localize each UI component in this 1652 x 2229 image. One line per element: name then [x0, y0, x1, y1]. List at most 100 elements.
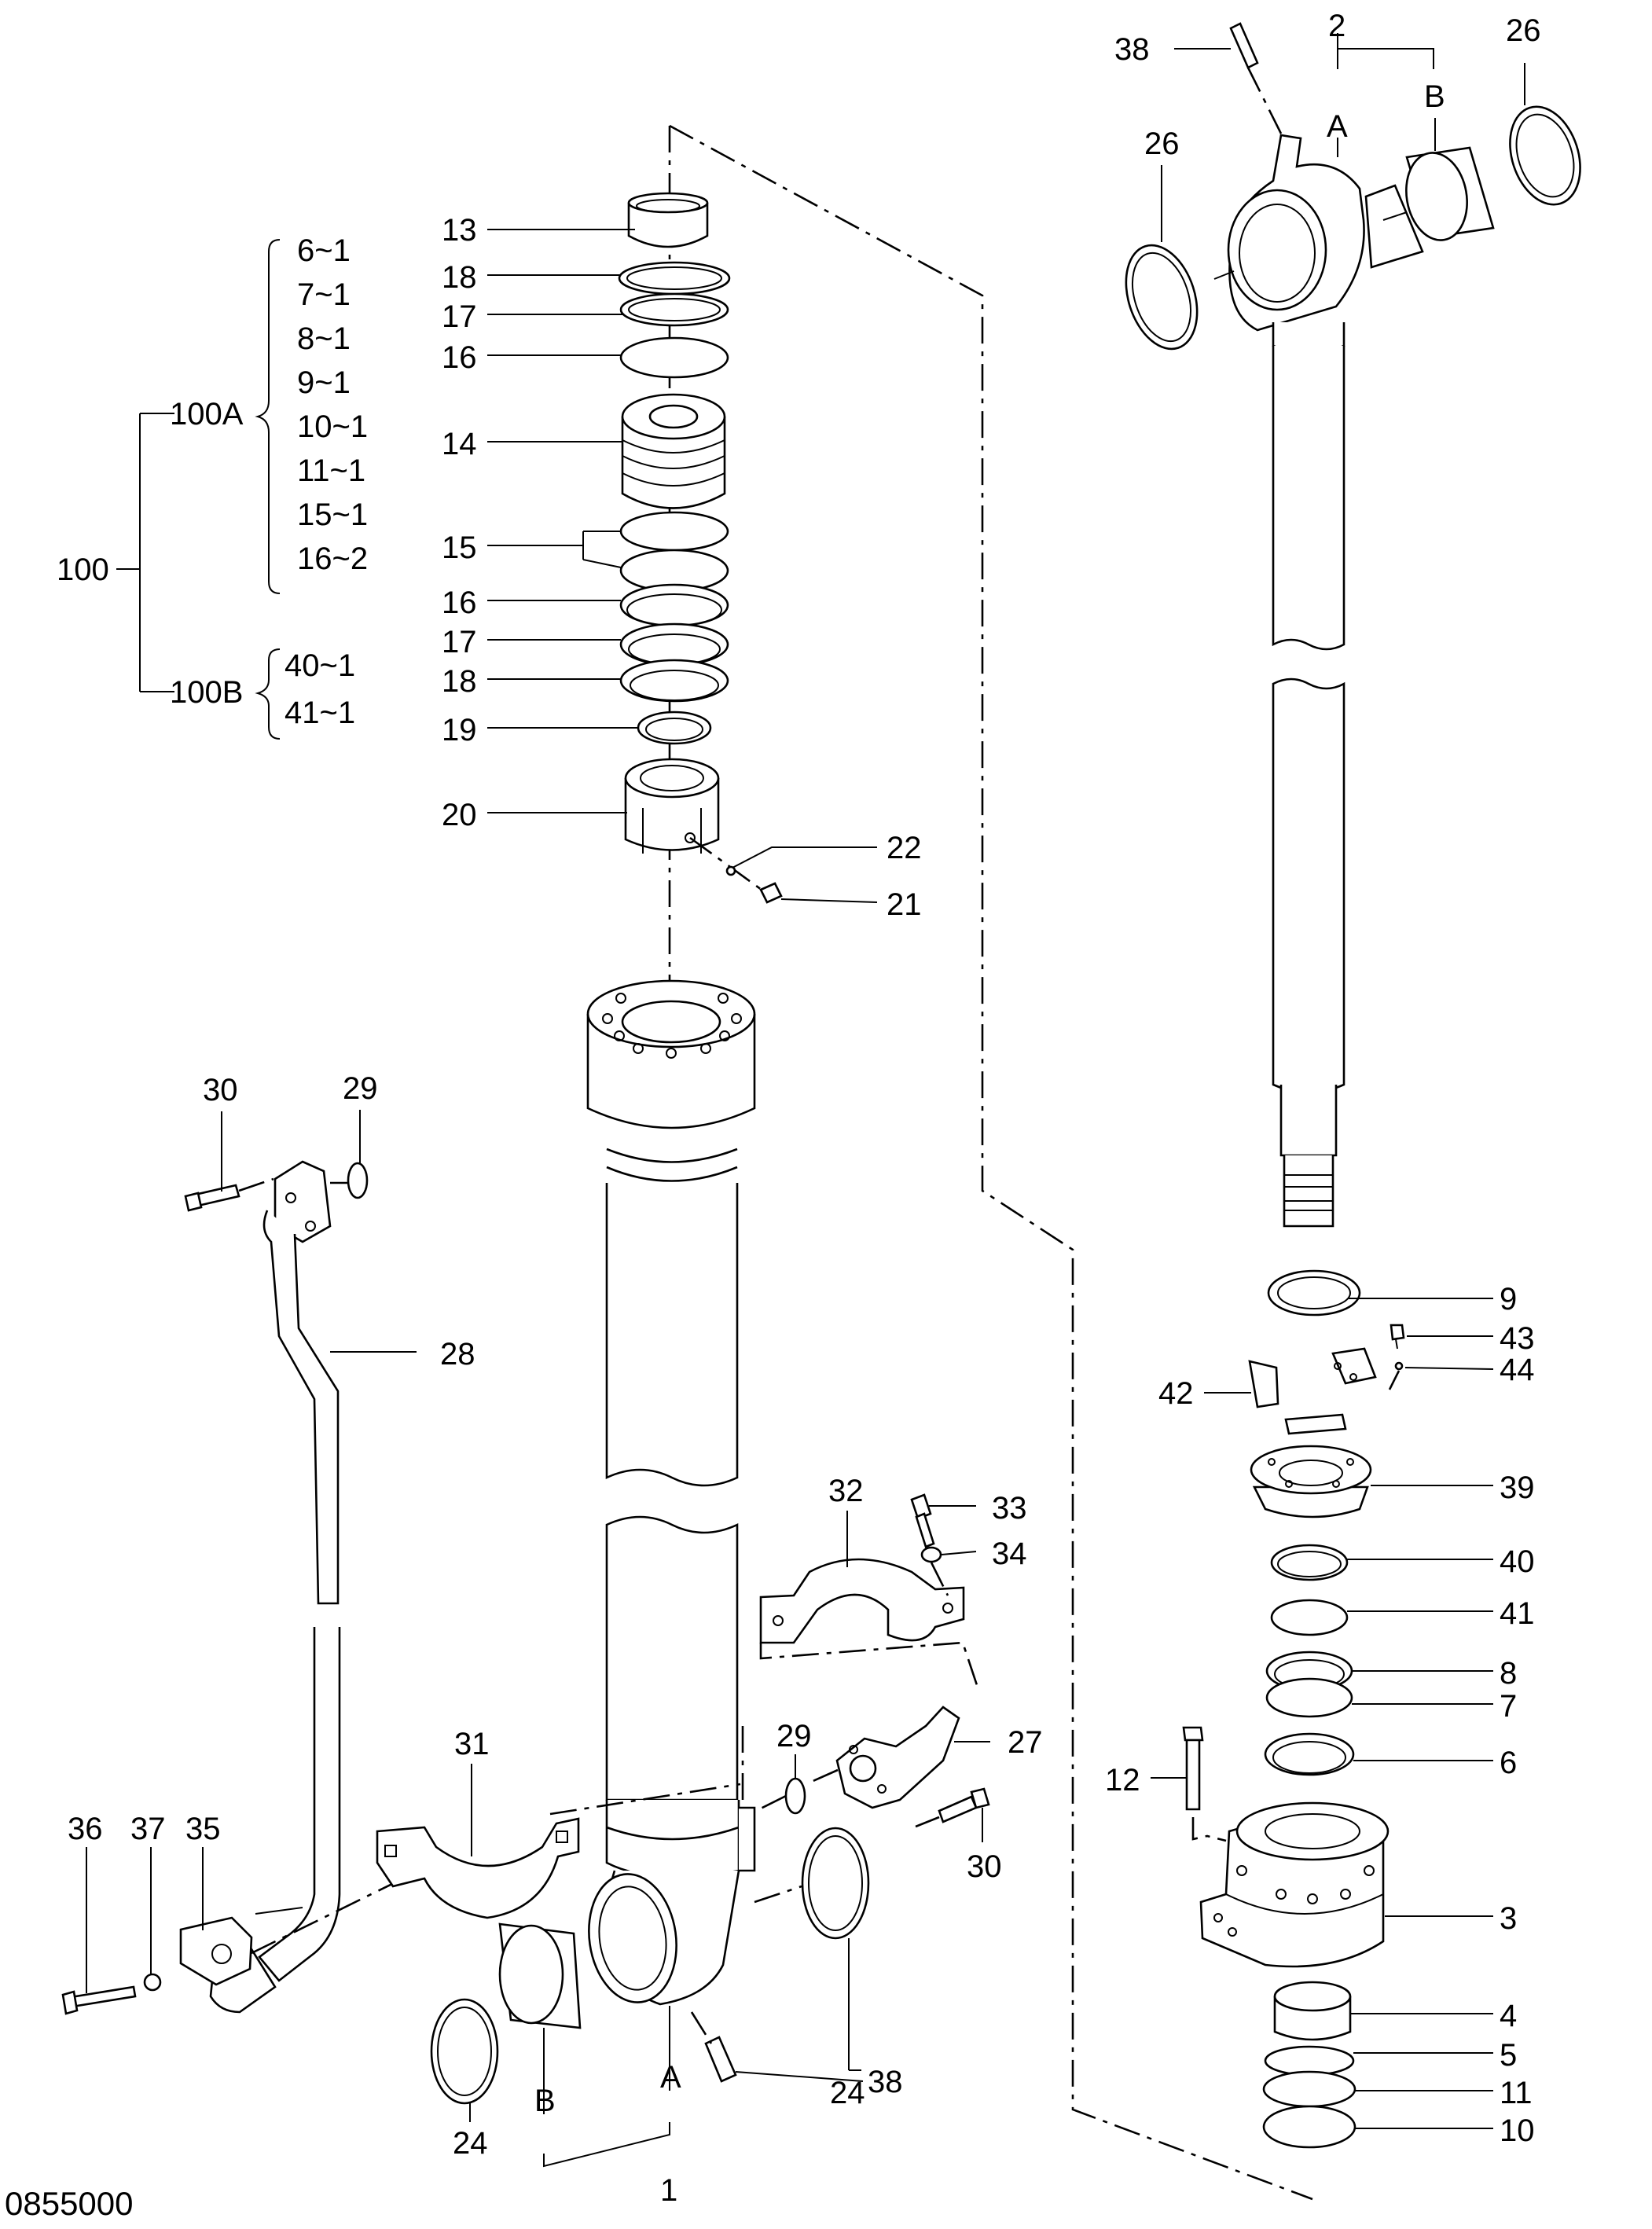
washer-44: [1394, 1361, 1404, 1371]
bushing-13: [627, 203, 709, 248]
callout-18-bottom: 18: [442, 664, 477, 699]
head-seal-stack: [618, 192, 783, 904]
callout-29-bottom: 29: [776, 1719, 812, 1753]
ring-10: [1262, 2105, 1356, 2149]
split-ring-42c: [1284, 1413, 1347, 1435]
callout-12: 12: [1105, 1763, 1140, 1798]
flange-pipe-27: [835, 1706, 960, 1809]
ring-40: [1270, 1544, 1349, 1581]
seal-24-right: [801, 1827, 870, 1940]
callout-7: 7: [1500, 1689, 1517, 1724]
tree-root-label: 100: [57, 553, 109, 587]
ring-7: [1265, 1677, 1353, 1718]
callout-19: 19: [442, 713, 477, 747]
grease-fitting-38-top: [1229, 22, 1259, 69]
callout-32: 32: [828, 1474, 864, 1508]
callout-16-top: 16: [442, 340, 477, 375]
callout-B-bottom: B: [534, 2084, 556, 2118]
callout-10: 10: [1500, 2113, 1535, 2148]
ring-18b: [619, 659, 729, 703]
callout-21: 21: [887, 887, 922, 922]
ball-22: [725, 865, 736, 876]
pipe-assembly: [61, 1160, 990, 2015]
callout-22: 22: [887, 831, 922, 865]
seal-9: [1267, 1269, 1361, 1316]
callout-35: 35: [185, 1812, 221, 1846]
callout-39: 39: [1500, 1471, 1535, 1505]
callout-42: 42: [1158, 1376, 1194, 1411]
bolt-30-top: [193, 1184, 240, 1207]
tree-b-item-1: 41~1: [285, 696, 355, 730]
callout-43: 43: [1500, 1321, 1535, 1356]
ring-17-top: [619, 292, 729, 327]
set-screw-21: [759, 882, 783, 904]
ring-15a: [619, 511, 729, 552]
washer-37: [143, 1973, 162, 1992]
callout-20: 20: [442, 798, 477, 832]
clamp-32: [759, 1558, 965, 1644]
callout-24-left: 24: [453, 2126, 488, 2161]
flange-39: [1252, 1485, 1369, 1518]
callout-labels: 13 18 17 16 14 15 16 17 18 19 20 22 21 3…: [68, 9, 1541, 2208]
callout-40: 40: [1500, 1544, 1535, 1579]
callout-4: 4: [1500, 1999, 1517, 2033]
tree-group-b-items: 40~141~1: [285, 648, 355, 730]
seal-26-right: [1509, 105, 1581, 206]
callout-33: 33: [992, 1491, 1027, 1526]
callout-29-top: 29: [343, 1071, 378, 1106]
callout-18-top: 18: [442, 260, 477, 295]
tree-a-item-4: 10~1: [297, 409, 368, 444]
bolt-30-bottom: [938, 1795, 978, 1823]
callout-31: 31: [454, 1727, 490, 1761]
callout-13: 13: [442, 213, 477, 248]
parts-tree: 100 100A 100B 6~17~18~19~110~111~115~116…: [57, 233, 368, 740]
tree-group-b-label: 100B: [170, 675, 243, 710]
callout-24-right: 24: [830, 2076, 865, 2110]
tree-a-item-1: 7~1: [297, 277, 351, 312]
tree-a-item-6: 15~1: [297, 498, 368, 532]
tree-a-item-2: 8~1: [297, 321, 351, 356]
callout-30-bottom: 30: [967, 1849, 1002, 1884]
tree-a-item-3: 9~1: [297, 365, 351, 400]
callout-26-left: 26: [1144, 127, 1180, 161]
assembly-center-lines: [668, 124, 1313, 2201]
o-ring-29-top: [347, 1162, 369, 1199]
callout-36: 36: [68, 1812, 103, 1846]
callout-A-top: A: [1327, 109, 1348, 144]
callout-1: 1: [660, 2173, 677, 2208]
seal-24-left: [430, 1998, 499, 2105]
callout-15: 15: [442, 531, 477, 565]
drawing-code: 0855000: [5, 2185, 134, 2222]
ring-5: [1264, 2045, 1355, 2077]
callout-37: 37: [130, 1812, 166, 1846]
base-eye: [588, 1873, 677, 2003]
callout-2: 2: [1328, 9, 1345, 43]
ring-16-top: [619, 336, 729, 379]
clamp-31: [376, 1817, 580, 1919]
callout-9: 9: [1500, 1282, 1517, 1316]
pipe-28: [262, 1210, 340, 1605]
o-ring-29-bottom: [784, 1777, 806, 1815]
callout-6: 6: [1500, 1746, 1517, 1780]
callout-3: 3: [1500, 1901, 1517, 1936]
callout-17-bottom: 17: [442, 625, 477, 659]
tree-a-item-0: 6~1: [297, 233, 351, 268]
tree-a-item-7: 16~2: [297, 542, 368, 576]
callout-41: 41: [1500, 1596, 1535, 1631]
split-ring-42a: [1248, 1360, 1279, 1408]
callout-28: 28: [440, 1337, 475, 1372]
callout-27: 27: [1008, 1725, 1043, 1760]
cylinder-tube: [430, 979, 870, 2105]
nut-20: [624, 778, 720, 851]
piston-14: [621, 417, 726, 509]
grease-fitting-38-bottom: [704, 2036, 737, 2083]
bolt-12: [1182, 1726, 1204, 1742]
bolt-43: [1390, 1324, 1405, 1341]
callout-38-top: 38: [1114, 32, 1150, 67]
clamp-block-35: [179, 1916, 253, 1986]
ring-6: [1264, 1732, 1355, 1776]
ring-11: [1262, 2070, 1356, 2108]
ring-41: [1270, 1599, 1349, 1636]
tree-a-item-5: 11~1: [297, 454, 365, 488]
